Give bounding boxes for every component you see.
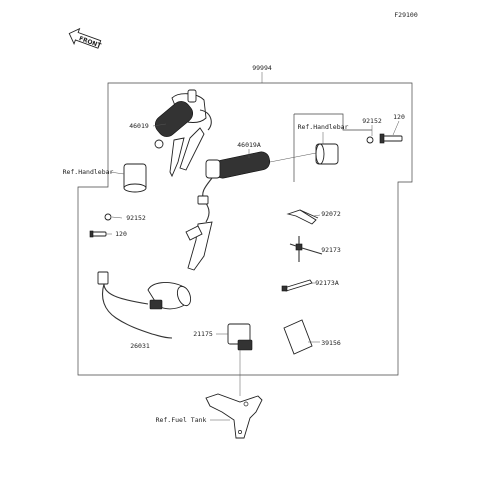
label-ref-handlebar-left: Ref.Handlebar (63, 168, 114, 176)
bolt-right-part (379, 133, 403, 144)
leader-bolt-right (392, 120, 400, 136)
leader-grip-right-end (269, 152, 317, 163)
label-harness: 26031 (130, 342, 150, 350)
grip-right-part (185, 151, 271, 271)
band-a-part (281, 279, 313, 292)
label-band: 92173 (321, 246, 341, 254)
bar-end-right-part (315, 143, 339, 165)
kit-frame (77, 82, 413, 376)
label-ref-handlebar-right: Ref.Handlebar (298, 123, 349, 131)
bar-end-left-part (123, 163, 147, 193)
bracket-part (205, 393, 263, 439)
front-arrow-icon: FRONT (68, 27, 103, 50)
relay-part (227, 323, 253, 351)
label-grip-left: 46019 (129, 122, 149, 130)
grip-left-part (154, 89, 212, 178)
leader-grip-left (152, 123, 167, 127)
leader-ref-handlebar-left (109, 171, 125, 175)
figure-code: F29100 (394, 11, 418, 19)
label-pad: 39156 (321, 339, 341, 347)
label-kit: 99994 (252, 64, 272, 72)
band-part (289, 236, 323, 262)
label-bolt-right: 120 (393, 113, 405, 121)
pad-part (283, 319, 313, 355)
label-band-a: 92173A (315, 279, 339, 287)
leader-clamp (313, 214, 321, 217)
label-relay: 21175 (193, 330, 213, 338)
label-washer-right: 92152 (362, 117, 382, 125)
label-grip-right: 46019A (237, 141, 261, 149)
label-ref-fuel-tank: Ref.Fuel Tank (156, 416, 207, 424)
label-bolt-left: 120 (115, 230, 127, 238)
label-clamp: 92072 (321, 210, 341, 218)
leader-washer-left (111, 216, 123, 219)
bolt-left-part (89, 230, 107, 238)
washer-left-part (104, 213, 112, 221)
inner-box-top (294, 113, 372, 131)
label-washer-left: 92152 (126, 214, 146, 222)
washer-right-part (366, 136, 374, 144)
harness-part (97, 271, 192, 339)
clamp-part (286, 209, 319, 225)
